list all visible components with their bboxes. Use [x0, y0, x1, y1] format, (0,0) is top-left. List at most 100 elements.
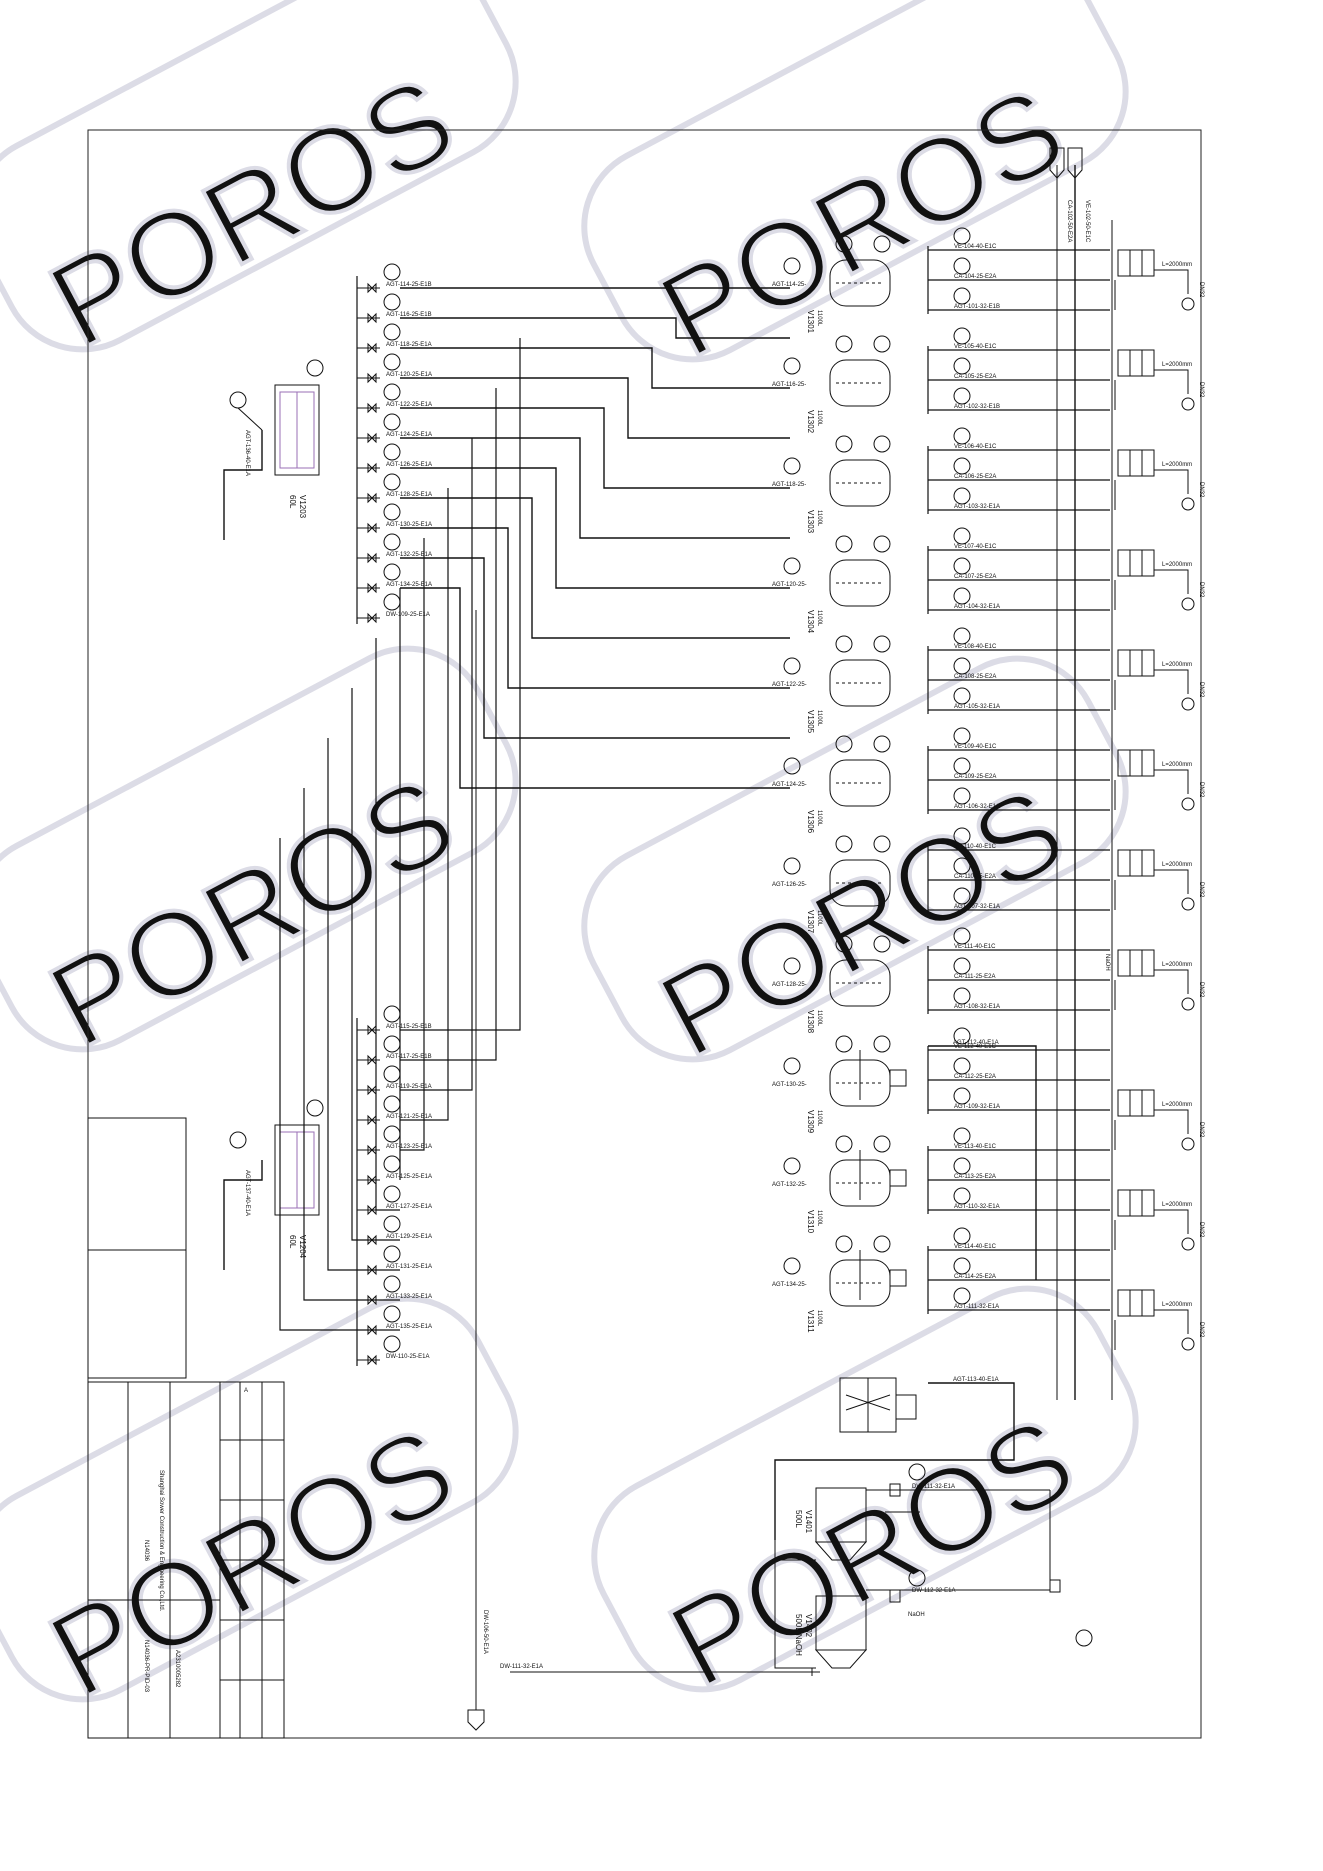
instrument-bubble-icon: [383, 263, 401, 281]
reactor-size-label: 1100L: [816, 910, 822, 927]
agt-113-label: AGT-113-40-E1A: [953, 1377, 999, 1383]
routing-line: [400, 527, 790, 689]
title-drawing-no: N14036-PR-PID-03: [143, 1640, 149, 1693]
left-notes-table: [87, 1117, 187, 1379]
manifold-line-label: AGT-120-25-E1A: [386, 372, 432, 378]
instrument-bubble-icon: [383, 1305, 401, 1323]
reactor-feed-label: AGT-118-25-: [772, 482, 806, 488]
valve-icon: [367, 312, 377, 324]
routing-line: [279, 838, 400, 1331]
instrument-bubble-icon: [383, 443, 401, 461]
routing-line: [400, 407, 790, 489]
instrument-bubble-icon: [953, 227, 971, 245]
outlet-line-label: CA-111-25-E2A: [954, 974, 995, 980]
condenser-valve-icon: [1181, 597, 1195, 611]
instrument-bubble-icon: [383, 473, 401, 491]
instrument-bubble-icon: [873, 735, 891, 753]
reactor-vessel: [829, 859, 891, 907]
tank-v1204: [223, 1099, 324, 1270]
condenser-pipe: [1154, 969, 1189, 994]
title-project-no: N14036: [143, 1540, 149, 1562]
reactor-id-label: V1308: [806, 1010, 815, 1034]
valve-icon: [367, 1324, 377, 1336]
tank-v1203-line: AGT-136-40-E1A: [244, 430, 250, 476]
tank-v1204-size: 60L: [288, 1235, 297, 1249]
condenser-dn-label: DN32: [1198, 882, 1204, 898]
outlet-line-label: CA-114-25-E2A: [954, 1274, 996, 1280]
condenser-length-label: L=2000mm: [1162, 562, 1192, 568]
instrument-bubble-icon: [953, 387, 971, 405]
condenser-dn-label: DN32: [1198, 782, 1204, 798]
outlet-line-label: AGT-101-32-E1B: [954, 304, 1000, 310]
outlet-line-label: AGT-102-32-E1B: [954, 404, 1000, 410]
instrument-bubble-icon: [383, 1215, 401, 1233]
v1401-size: 500L: [794, 1510, 803, 1528]
manifold-line-label: AGT-132-25-E1A: [386, 552, 432, 558]
condenser-length-label: L=2000mm: [1162, 362, 1192, 368]
condenser-dn-label: DN32: [1198, 482, 1204, 498]
routing-line: [400, 467, 790, 589]
condenser-pipe: [1154, 369, 1189, 394]
routing-line: [400, 347, 790, 389]
routing-line: [400, 377, 790, 439]
instrument-bubble-icon: [953, 1227, 971, 1245]
condenser-pipe: [1154, 1309, 1189, 1334]
watermark-text: POROS: [639, 61, 1085, 383]
instrument-bubble-icon: [953, 1127, 971, 1145]
instrument-bubble-icon: [783, 557, 801, 575]
condenser-valve-icon: [1181, 397, 1195, 411]
instrument-bubble-icon: [835, 335, 853, 353]
instrument-bubble-icon: [953, 957, 971, 975]
instrument-bubble-icon: [953, 687, 971, 705]
reactor-size-label: 1100L: [816, 1010, 822, 1027]
manifold-line-label: AGT-118-25-E1A: [386, 342, 432, 348]
instrument-bubble-icon: [383, 1005, 401, 1023]
instrument-bubble-icon: [783, 657, 801, 675]
instrument-bubble-icon: [835, 1235, 853, 1253]
instrument-bubble-icon: [873, 335, 891, 353]
manifold-line-label: DW-110-25-E1A: [386, 1354, 429, 1360]
valve-icon: [367, 522, 377, 534]
condenser-valve-icon: [1181, 1337, 1195, 1351]
routing-line: [400, 338, 521, 1031]
title-rev: A: [244, 1388, 248, 1394]
instrument-bubble-icon: [383, 1275, 401, 1293]
routing-line: [400, 488, 449, 1121]
reactor-size-label: 1100L: [816, 610, 822, 627]
reactor-feed-label: AGT-126-25-: [772, 882, 807, 888]
reactor-vessel: [829, 259, 891, 307]
manifold-line-label: AGT-126-25-E1A: [386, 462, 432, 468]
reactor-size-label: 1100L: [816, 810, 822, 827]
reactor-id-label: V1302: [806, 410, 815, 434]
condenser-valve-icon: [1181, 997, 1195, 1011]
watermark-frame: [0, 645, 519, 1053]
lower-feed-manifold: AGT-115-25-E1BAGT-117-25-E1BAGT-119-25-E…: [356, 1005, 432, 1366]
routing-line: [375, 638, 400, 1211]
reactor-feed-label: AGT-124-25-: [772, 782, 807, 788]
outlet-line-label: VE-109-40-E1C: [954, 744, 997, 750]
outlet-line-label: AGT-105-32-E1A: [954, 704, 1000, 710]
watermark-frame: [0, 0, 519, 353]
condenser-length-label: L=2000mm: [1162, 462, 1192, 468]
manifold-line-label: AGT-134-25-E1A: [386, 582, 432, 588]
instrument-bubble-icon: [953, 457, 971, 475]
manifold-line-label: AGT-123-25-E1A: [386, 1144, 432, 1150]
condenser-dn-label: DN32: [1198, 1322, 1204, 1338]
instrument-bubble-icon: [383, 1065, 401, 1083]
reactor-size-label: 1100L: [816, 1110, 822, 1127]
condenser-length-label: L=2000mm: [1162, 1102, 1192, 1108]
instrument-bubble-icon: [383, 1155, 401, 1173]
manifold-line-label: AGT-117-25-E1B: [386, 1054, 432, 1060]
manifold-line-label: AGT-122-25-E1A: [386, 402, 432, 408]
valve-icon: [367, 342, 377, 354]
v1401-id: V1401: [804, 1510, 813, 1534]
valve-icon: [367, 492, 377, 504]
instrument-bubble-icon: [953, 287, 971, 305]
condenser-valve-icon: [1181, 697, 1195, 711]
instrument-bubble-icon: [383, 293, 401, 311]
valve-icon: [367, 612, 377, 624]
outlet-line-label: AGT-106-32-E1A: [954, 804, 1000, 810]
condenser-box: [1117, 249, 1155, 277]
